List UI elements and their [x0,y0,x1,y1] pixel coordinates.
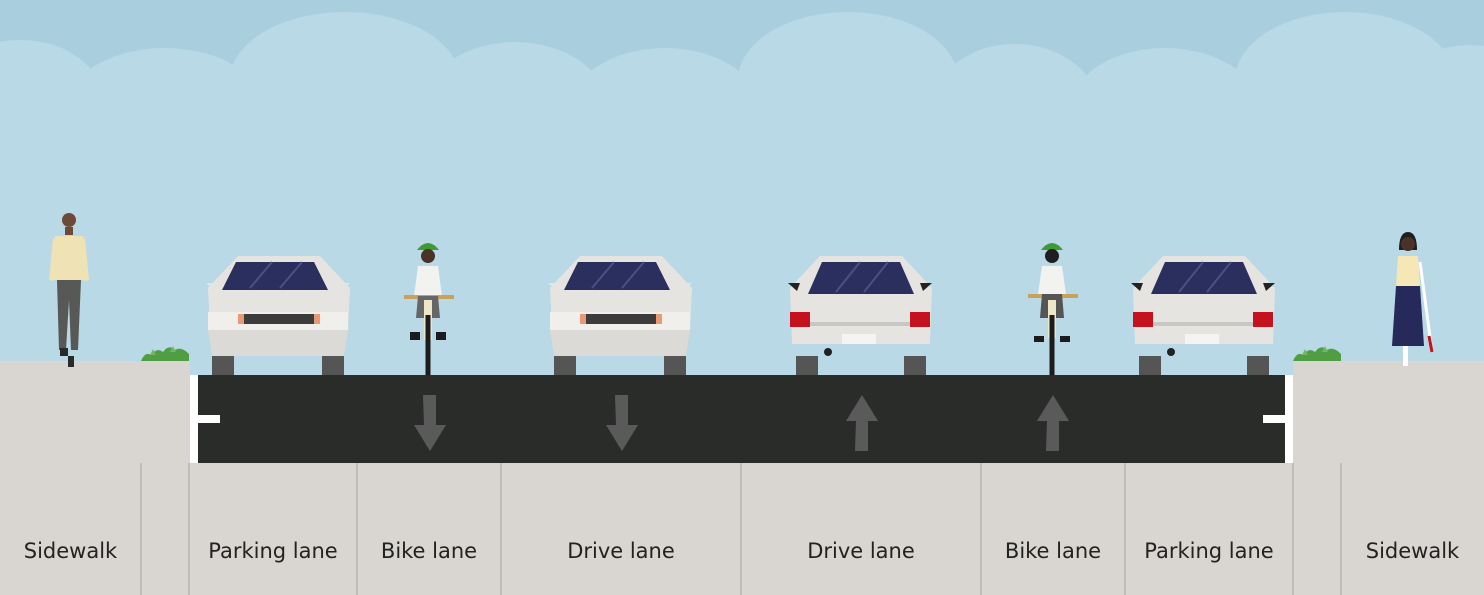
car-rear-icon [788,256,932,375]
arrow-down-icon [414,395,446,451]
curb-left [190,375,198,463]
segment-label-sidewalk-right: Sidewalk [1365,539,1460,563]
parking-stripe-left [198,415,220,423]
arrow-down-icon [606,395,638,451]
segment-label-sidewalk-left: Sidewalk [23,539,118,563]
segment-dividers [140,463,1342,595]
pedestrian-walking-icon [49,213,89,367]
arrow-up-icon [846,395,878,451]
car-front-icon [548,256,692,375]
sidewalk-left-surface [0,361,190,595]
planter-left [141,346,189,361]
car-rear-icon [1131,256,1275,375]
segment-label-bike-lane-right: Bike lane [1004,539,1102,563]
segment-label-drive-lane-right: Drive lane [807,539,915,563]
planter-right [1293,346,1341,361]
cyclist-rear-icon [1028,243,1078,375]
parking-stripe-right [1263,415,1285,423]
segment-label-parking-lane-right: Parking lane [1144,539,1274,563]
roadway [190,375,1293,463]
car-front-icon [206,256,350,375]
segment-label-drive-lane-left: Drive lane [567,539,675,563]
clouds [0,12,1484,380]
sidewalk-right-surface [1293,361,1484,595]
pedestrian-with-cane-icon [1392,232,1434,366]
arrow-up-icon [1037,395,1069,451]
segment-label-parking-lane-left: Parking lane [208,539,338,563]
segment-label-bike-lane-left: Bike lane [380,539,478,563]
curb-right [1285,375,1293,463]
cyclist-front-icon [404,243,454,375]
